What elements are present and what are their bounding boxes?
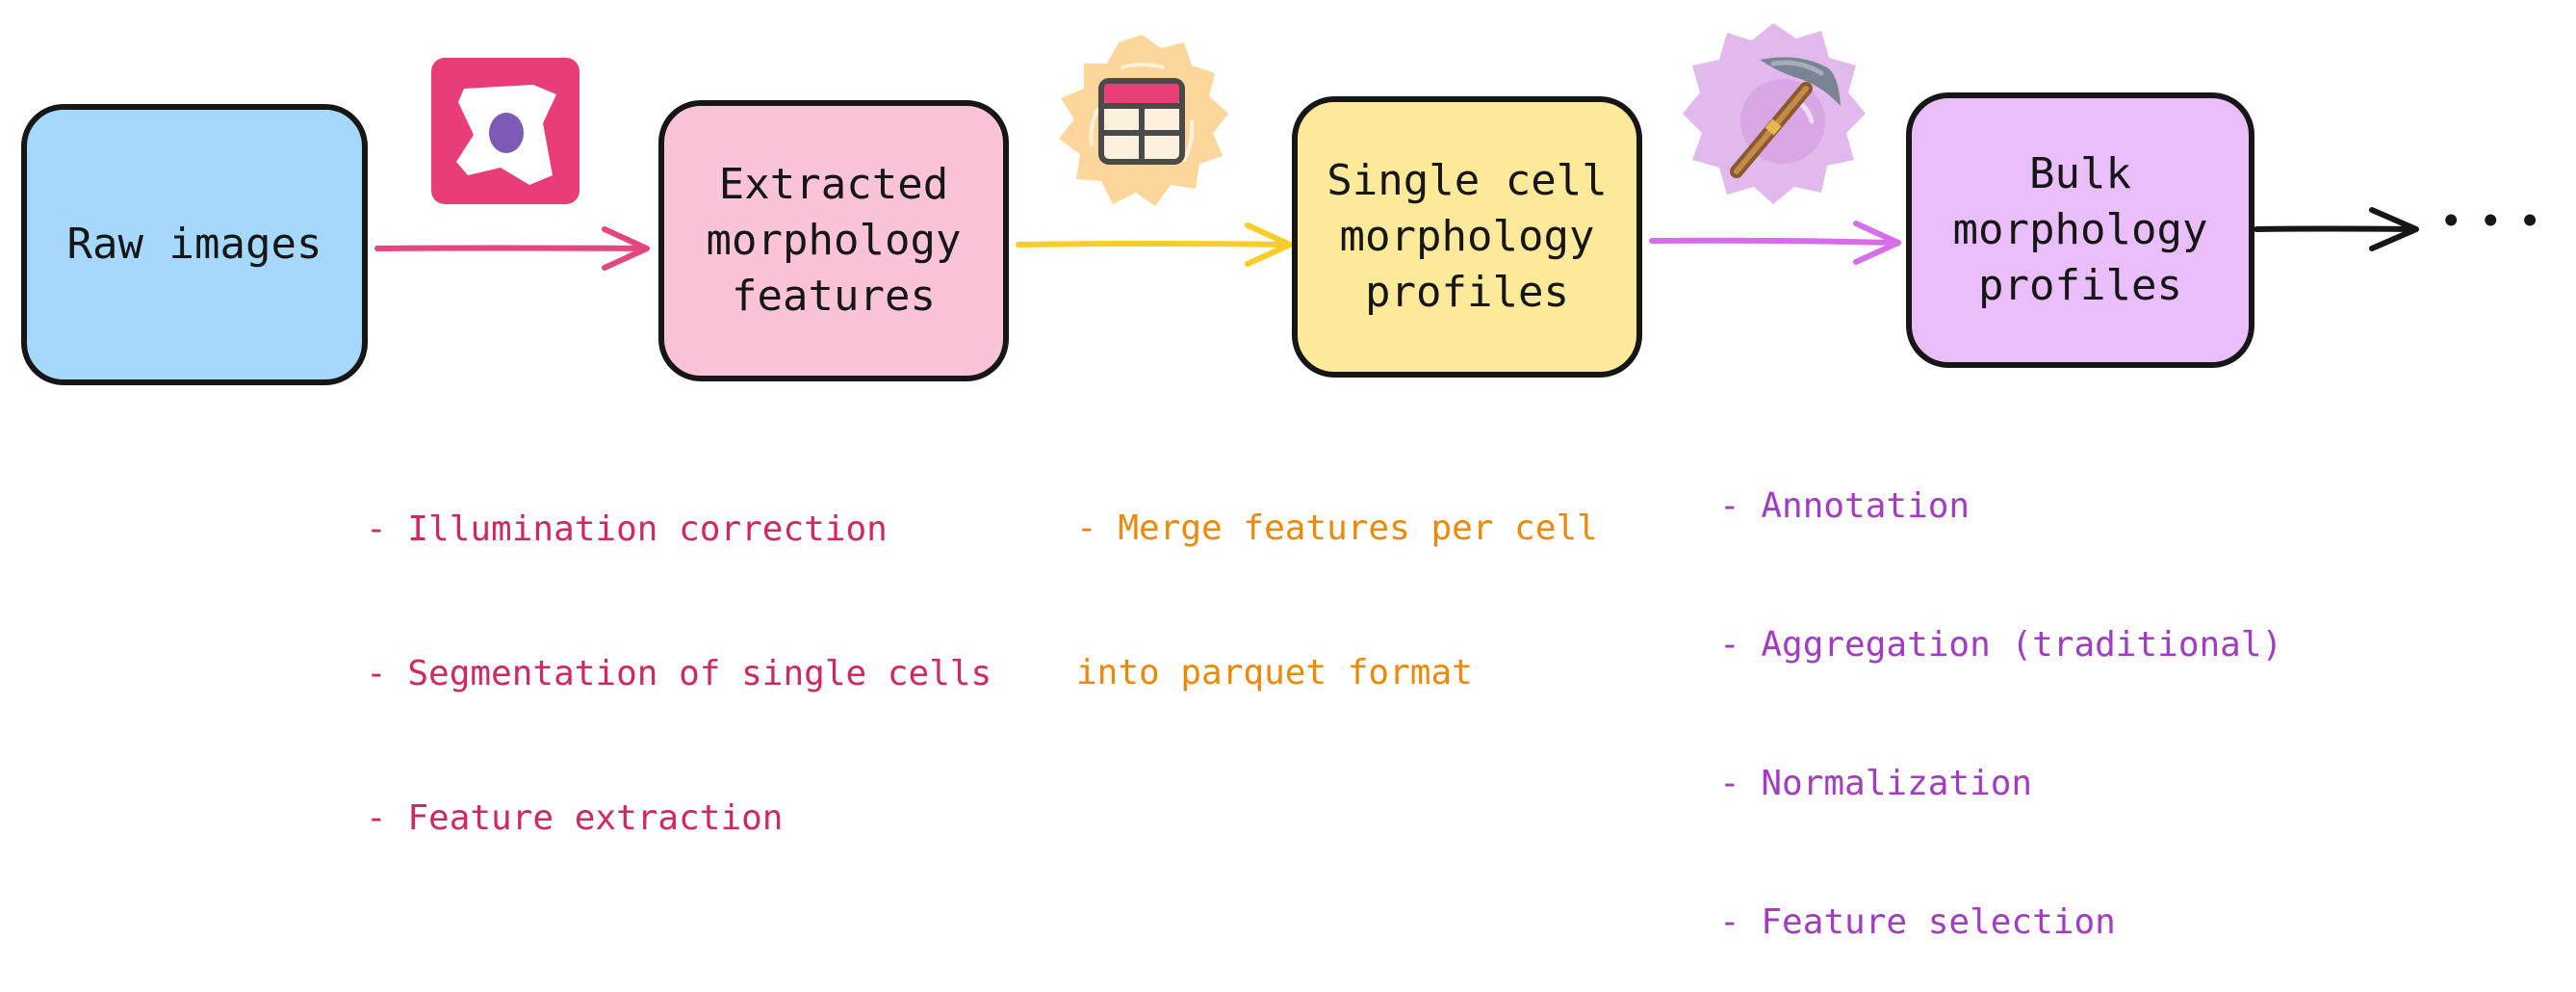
node-raw-images: Raw images bbox=[21, 104, 368, 385]
node-single-cell-profiles-label: Single cell morphology profiles bbox=[1327, 156, 1608, 317]
node-extracted-features-label: Extracted morphology features bbox=[706, 160, 962, 321]
notes-step2: - Merge features per cell into parquet f… bbox=[1076, 408, 1598, 745]
node-bulk-profiles: Bulk morphology profiles bbox=[1906, 92, 2254, 368]
arrows-layer bbox=[374, 207, 2419, 271]
note-item: - Segmentation of single cells bbox=[366, 654, 992, 693]
node-single-cell-profiles: Single cell morphology profiles bbox=[1292, 96, 1642, 378]
note-item: - Aggregation (traditional) bbox=[1719, 625, 2283, 665]
note-item: - Normalization bbox=[1719, 764, 2033, 803]
note-item: - Merge features per cell bbox=[1076, 509, 1598, 548]
note-item: into parquet format bbox=[1076, 653, 1473, 692]
arrow-raw-to-extracted bbox=[374, 226, 650, 271]
table-icon bbox=[1059, 35, 1228, 206]
note-item: - Feature selection bbox=[1719, 902, 2116, 942]
node-bulk-profiles-label: Bulk morphology profiles bbox=[1952, 149, 2208, 310]
cell-segmentation-icon bbox=[431, 58, 580, 204]
continuation-dots: • • • bbox=[2441, 202, 2540, 241]
node-extracted-features: Extracted morphology features bbox=[658, 100, 1009, 381]
notes-step1: - Illumination correction - Segmentation… bbox=[366, 409, 992, 891]
arrow-bulk-continuation bbox=[2254, 207, 2419, 251]
note-item: - Illumination correction bbox=[366, 509, 888, 549]
notes-step3: - Annotation - Aggregation (traditional)… bbox=[1719, 391, 2282, 992]
note-item: - Feature extraction bbox=[366, 798, 784, 838]
note-item: - Annotation bbox=[1719, 486, 1971, 526]
node-raw-images-label: Raw images bbox=[66, 220, 322, 269]
arrow-extracted-to-single bbox=[1016, 222, 1293, 267]
pickaxe-icon bbox=[1683, 23, 1866, 204]
arrow-single-to-bulk bbox=[1649, 221, 1901, 265]
